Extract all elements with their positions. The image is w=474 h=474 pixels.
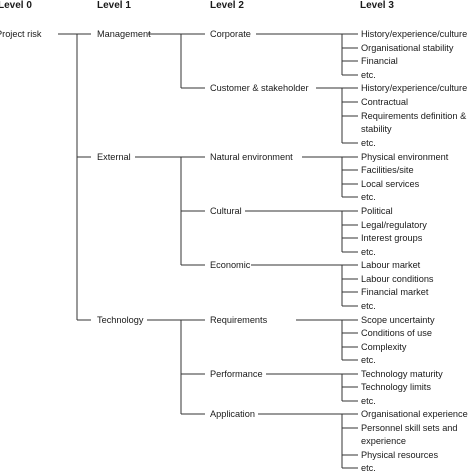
node-level1-management: Management [97, 29, 151, 39]
node-level3-item: Complexity [361, 342, 407, 352]
header-level-1: Level 1 [97, 0, 131, 11]
node-level2-performance: Performance [210, 369, 263, 379]
node-level3-item: Financial [361, 56, 398, 66]
node-root: Project risk [0, 29, 42, 39]
node-level3-item: Personnel skill sets and [361, 423, 458, 433]
node-level2-natural-environment: Natural environment [210, 152, 293, 162]
node-level3-item: etc. [361, 301, 376, 311]
node-level3-item: Labour market [361, 260, 421, 270]
node-level3-item: etc. [361, 396, 376, 406]
node-level3-item: Conditions of use [361, 328, 432, 338]
header-level-0: Level 0 [0, 0, 32, 11]
node-level3-item: Scope uncertainty [361, 315, 435, 325]
node-level3-item: Interest groups [361, 233, 423, 243]
node-level3-item: Financial market [361, 287, 429, 297]
header-level-3: Level 3 [360, 0, 394, 11]
node-level3-item: Organisational stability [361, 43, 454, 53]
node-level3-item: Labour conditions [361, 274, 434, 284]
node-level3-item: Facilities/site [361, 165, 414, 175]
node-level3-item: History/experience/culture [361, 83, 468, 93]
node-level2-customer-stakeholder: Customer & stakeholder [210, 83, 309, 93]
node-level2-economic: Economic [210, 260, 251, 270]
node-level3-item: Technology maturity [361, 369, 443, 379]
node-level2-cultural: Cultural [210, 206, 242, 216]
node-level3-item: Local services [361, 179, 420, 189]
node-level3-item-continued: experience [361, 436, 406, 446]
node-level3-item: Political [361, 206, 393, 216]
node-level3-item-continued: stability [361, 124, 392, 134]
node-level3-item: Contractual [361, 97, 408, 107]
node-level3-item: etc. [361, 247, 376, 257]
node-level2-requirements: Requirements [210, 315, 268, 325]
node-level1-external: External [97, 152, 131, 162]
node-level3-item: Technology limits [361, 382, 431, 392]
node-level3-item: Physical environment [361, 152, 449, 162]
node-level2-application: Application [210, 409, 255, 419]
node-level1-technology: Technology [97, 315, 144, 325]
node-level3-item: Physical resources [361, 450, 439, 460]
node-level3-item: Organisational experience [361, 409, 468, 419]
node-level3-item: Legal/regulatory [361, 220, 427, 230]
node-level3-item: etc. [361, 355, 376, 365]
node-level3-item: etc. [361, 70, 376, 80]
node-level3-item: etc. [361, 138, 376, 148]
node-level3-item: Requirements definition & [361, 111, 467, 121]
node-level3-item: History/experience/culture [361, 29, 468, 39]
node-level2-corporate: Corporate [210, 29, 251, 39]
node-level3-item: etc. [361, 463, 376, 473]
node-level3-item: etc. [361, 192, 376, 202]
header-level-2: Level 2 [210, 0, 244, 11]
